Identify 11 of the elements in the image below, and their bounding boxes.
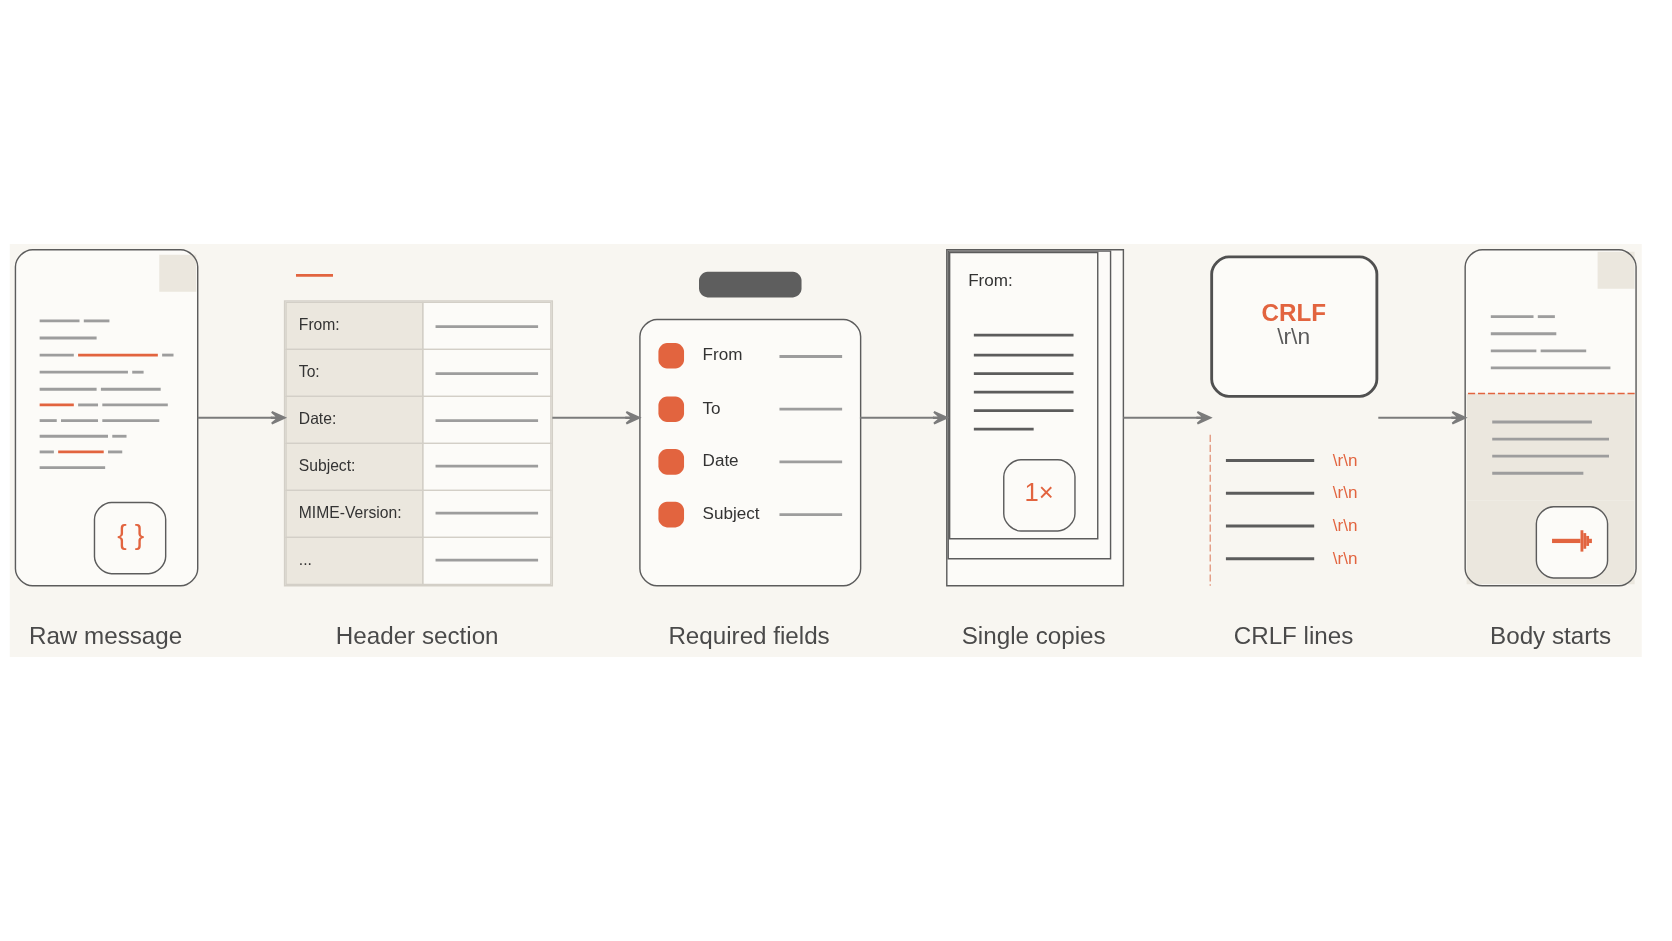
node-label: Body starts [1490, 621, 1612, 649]
node-label: Header section [335, 621, 499, 649]
arrow [1122, 410, 1212, 424]
arrow [858, 410, 948, 424]
arrow [551, 410, 641, 424]
node-label: Raw message [28, 621, 183, 649]
node-label: Required fields [668, 621, 830, 649]
arrow [196, 410, 286, 424]
node-label: Single copies [961, 621, 1106, 649]
arrow [1377, 410, 1467, 424]
node-label: CRLF lines [1233, 621, 1354, 649]
